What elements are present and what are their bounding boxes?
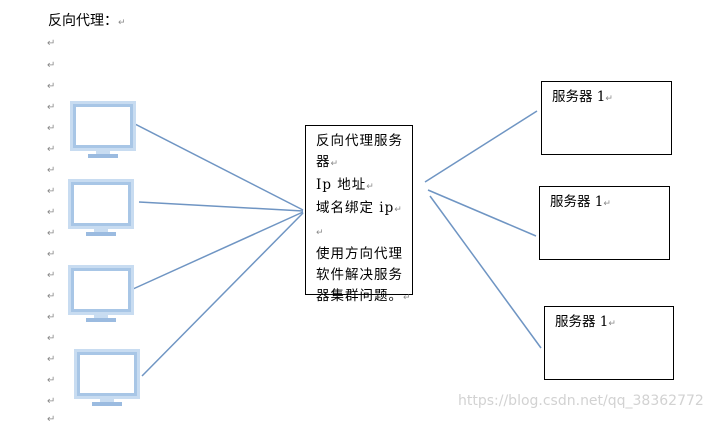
paragraph-mark: ↵: [47, 60, 56, 71]
computer-monitor-icon: [70, 101, 136, 158]
paragraph-mark: ↵: [47, 354, 56, 365]
reverse-proxy-box: 反向代理服务 器↵ Ip 地址↵ 域名绑定 ip↵ ↵ 使用方向代理 软件解决服…: [305, 125, 413, 304]
paragraph-mark: ↵: [118, 18, 126, 28]
proxy-line: 反向代理服务: [316, 133, 403, 149]
paragraph-mark: ↵: [47, 270, 56, 281]
paragraph-mark: ↵: [47, 396, 56, 407]
link-server-3: [429, 195, 542, 349]
computer-monitor-icon: [68, 179, 134, 236]
page-title: 反向代理：↵: [48, 12, 126, 32]
proxy-line: Ip 地址↵: [316, 177, 375, 193]
server-box-2: 服务器 1↵: [539, 186, 670, 260]
proxy-line: 器↵: [316, 154, 340, 170]
paragraph-mark: ↵: [47, 38, 56, 49]
link-client-3: [132, 211, 304, 290]
paragraph-mark: ↵: [47, 102, 56, 113]
server-box-3: 服务器 1↵: [544, 306, 674, 380]
server-label: 服务器 1: [550, 194, 604, 210]
proxy-line: 器集群问题。↵: [316, 288, 412, 304]
paragraph-mark: ↵: [47, 249, 56, 260]
paragraph-mark: ↵: [47, 186, 56, 197]
paragraph-mark: ↵: [47, 81, 56, 92]
paragraph-mark: ↵: [47, 414, 56, 425]
server-label: 服务器 1: [555, 314, 609, 330]
paragraph-mark: ↵: [47, 333, 56, 344]
link-client-1: [132, 122, 304, 211]
paragraph-mark: ↵: [47, 312, 56, 323]
paragraph-mark: ↵: [47, 291, 56, 302]
computer-monitor-icon: [68, 265, 134, 322]
link-server-1: [424, 110, 538, 183]
paragraph-mark: ↵: [47, 144, 56, 155]
paragraph-mark: ↵: [47, 165, 56, 176]
link-client-4: [141, 212, 304, 377]
link-server-2: [427, 189, 537, 237]
paragraph-mark: ↵: [47, 207, 56, 218]
server-box-1: 服务器 1↵: [541, 81, 672, 155]
computer-monitor-icon: [74, 349, 140, 406]
link-client-2: [138, 201, 304, 212]
proxy-line: 域名绑定 ip↵: [316, 200, 403, 216]
paragraph-mark: ↵: [47, 228, 56, 239]
paragraph-mark: ↵: [47, 375, 56, 386]
paragraph-mark: ↵: [47, 123, 56, 134]
watermark: https://blog.csdn.net/qq_38362772: [458, 393, 704, 409]
server-label: 服务器 1: [552, 89, 606, 105]
title-text: 反向代理：: [48, 13, 118, 29]
proxy-line: 软件解决服务: [316, 267, 403, 283]
proxy-line: 使用方向代理: [316, 246, 403, 262]
proxy-line: ↵: [316, 228, 325, 238]
